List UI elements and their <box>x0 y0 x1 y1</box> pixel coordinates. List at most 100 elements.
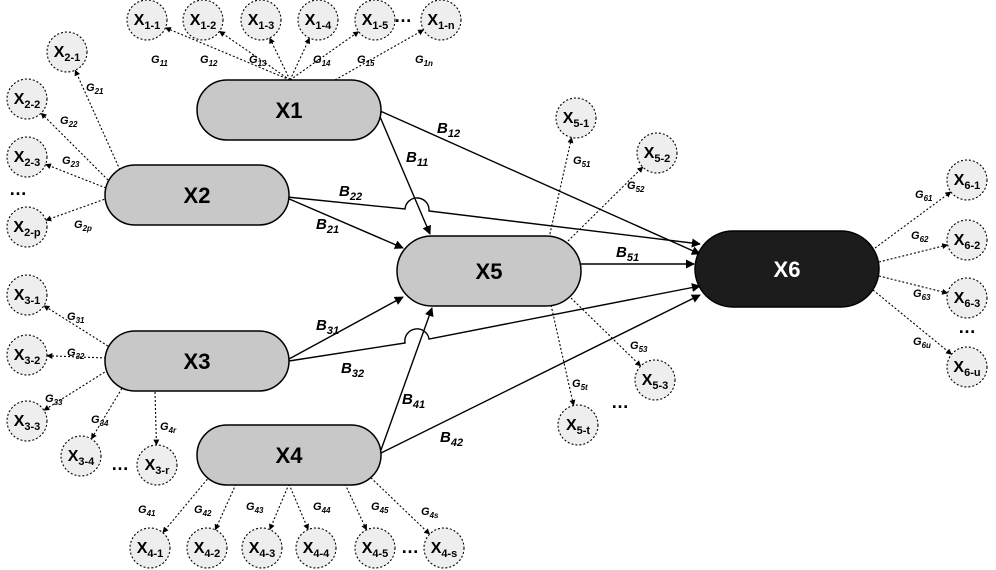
loading-label-g53: G53 <box>630 340 648 354</box>
indicator-circle <box>60 435 102 477</box>
indicator-circle <box>6 334 48 376</box>
indicator-label: X6-3 <box>954 290 981 310</box>
latent-x3: X3 <box>104 330 290 392</box>
latent-label: X4 <box>276 443 304 468</box>
indicator-x1-1: X1-1 <box>126 0 168 41</box>
indicator-circle <box>295 527 337 569</box>
loading-label-g5t: G5t <box>572 378 588 392</box>
loading-arrow-x2-p <box>45 197 109 222</box>
indicator-circle <box>354 0 396 41</box>
loading-label-g2p: G2p <box>74 219 92 233</box>
loading-arrow-x3-1 <box>43 305 109 347</box>
indicator-circle <box>555 97 597 139</box>
indicator-circle <box>297 0 339 41</box>
indicator-label: X1-2 <box>190 12 217 32</box>
loading-arrow-x3-r <box>153 391 160 446</box>
indicator-x6-u: X6-u <box>946 346 988 388</box>
indicator-label: X4-3 <box>249 540 276 560</box>
latent-shape <box>396 235 582 307</box>
indicator-x4-5: X4-5 <box>354 527 396 569</box>
indicator-label: X3-2 <box>14 347 41 367</box>
loading-arrow-x1-n <box>334 29 425 81</box>
path-arrow-b42 <box>380 294 701 454</box>
path-label-b42: B42 <box>440 429 463 449</box>
latent-x1: X1 <box>196 79 382 141</box>
loading-label-g63: G63 <box>913 288 931 302</box>
indicator-circle <box>423 527 465 569</box>
loading-label-g52: G52 <box>627 180 645 194</box>
indicator-label: X4-5 <box>362 540 389 560</box>
indicator-label: X5-3 <box>642 372 669 392</box>
indicator-circle <box>557 404 599 446</box>
loading-arrow-x5-2 <box>567 166 644 242</box>
indicator-x3-1: X3-1 <box>6 274 48 316</box>
loading-label-g6u: G6u <box>913 336 931 350</box>
indicator-label: X1-4 <box>305 12 332 32</box>
loading-label-g62: G62 <box>911 230 929 244</box>
indicator-label: X5-1 <box>563 110 590 130</box>
indicator-label: X1-1 <box>134 12 161 32</box>
indicator-x5-3: X5-3 <box>634 359 676 401</box>
loading-arrow-x5-1 <box>548 136 574 239</box>
indicator-x2-p: X2-p <box>6 206 48 248</box>
indicator-circle <box>6 78 48 120</box>
loading-label-g43: G43 <box>246 501 264 515</box>
latent-x2: X2 <box>104 164 290 226</box>
loading-arrow-x5-t <box>550 304 576 407</box>
loading-arrow-x3-4 <box>90 384 125 440</box>
loading-label-g31: G31 <box>67 311 85 325</box>
loading-label-g15: G15 <box>357 54 375 68</box>
indicator-label: X3-3 <box>14 413 41 433</box>
indicator-x1-3: X1-3 <box>240 0 282 41</box>
indicator-x1-n: X1-n <box>420 0 462 41</box>
indicator-x4-4: X4-4 <box>295 527 337 569</box>
indicator-label: X6-u <box>953 359 980 379</box>
indicator-circle <box>182 0 224 41</box>
latent-x4: X4 <box>196 424 382 486</box>
indicator-circle <box>6 136 48 178</box>
indicator-label: X5-t <box>566 417 590 437</box>
indicator-x1-4: X1-4 <box>297 0 339 41</box>
loading-label-g61: G61 <box>915 189 933 203</box>
edges-layer <box>40 27 952 535</box>
loading-arrow-x1-4 <box>289 37 311 81</box>
indicator-x2-2: X2-2 <box>6 78 48 120</box>
loading-label-g23: G23 <box>62 155 80 169</box>
indicator-label: X2-2 <box>14 91 41 111</box>
ellipsis-x4: … <box>401 537 419 557</box>
loading-arrow-x4-2 <box>214 483 237 531</box>
path-arrow-b22 <box>286 196 701 248</box>
loading-label-g14: G14 <box>313 54 331 68</box>
indicator-x3-2: X3-2 <box>6 334 48 376</box>
loading-arrow-x4-4 <box>288 483 309 531</box>
loading-label-g33: G33 <box>45 393 63 407</box>
loading-arrow-x1-3 <box>269 37 291 81</box>
indicator-circle <box>354 527 396 569</box>
indicator-label: X6-2 <box>954 232 981 252</box>
indicator-label: X3-4 <box>68 448 95 468</box>
indicator-label: X4-s <box>431 540 458 560</box>
latent-label: X1 <box>276 98 303 123</box>
indicator-x6-3: X6-3 <box>946 277 988 319</box>
path-label-b11: B11 <box>406 149 428 169</box>
indicator-circle <box>241 527 283 569</box>
path-arrow-b11 <box>377 111 431 235</box>
loading-label-g21: G21 <box>86 82 104 96</box>
latent-x6: X6 <box>694 230 880 308</box>
loading-arrow-x1-1 <box>164 27 291 81</box>
loading-label-g13: G13 <box>249 54 267 68</box>
indicator-label: X5-2 <box>644 145 671 165</box>
indicator-circle <box>136 444 178 486</box>
path-label-b51: B51 <box>616 244 639 264</box>
ellipsis-x2: … <box>9 179 27 199</box>
loading-label-g51: G51 <box>573 155 591 169</box>
latent-label: X5 <box>476 259 503 284</box>
latent-shape <box>196 79 382 141</box>
indicator-x3-3: X3-3 <box>6 400 48 442</box>
indicator-circle <box>6 206 48 248</box>
path-label-b12: B12 <box>437 120 460 140</box>
path-label-b31: B31 <box>316 317 339 337</box>
